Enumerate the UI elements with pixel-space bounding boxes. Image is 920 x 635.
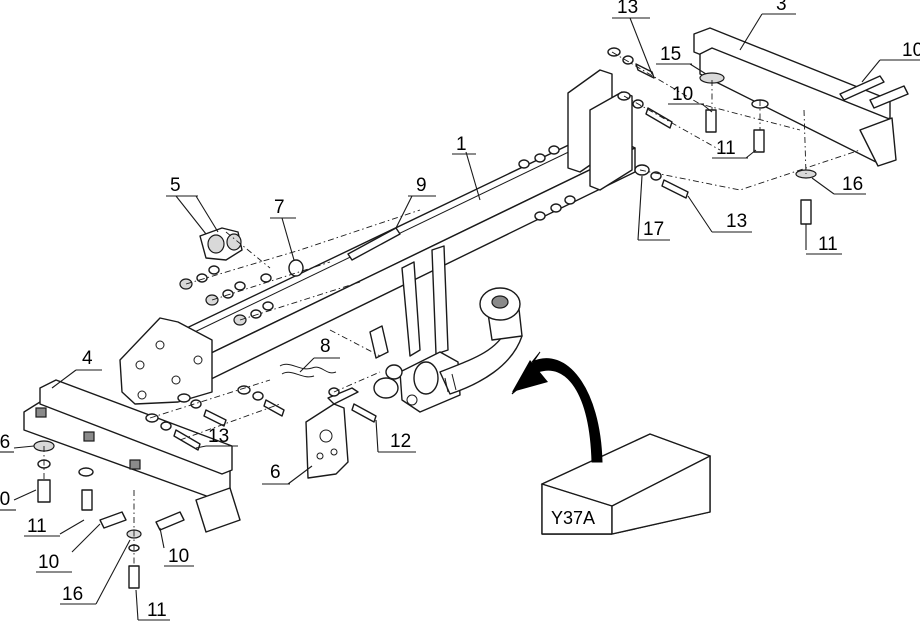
part-number-15: 15 (660, 44, 681, 65)
part-number-10-top: 10 (672, 84, 693, 105)
socket-assembly (279, 325, 403, 399)
part-number-10-lower-a: 10 (38, 552, 59, 573)
part-number-13-right: 13 (726, 211, 747, 232)
callout-10-lower-b: 10 (159, 527, 194, 567)
callout-6: 6 (262, 462, 313, 485)
part-number-11-right: 11 (818, 234, 838, 255)
callout-15: 15 (656, 44, 707, 75)
install-arrow (511, 351, 603, 463)
callout-11-left: 11 (24, 516, 85, 537)
callout-11-top: 11 (712, 138, 757, 159)
main-crossbar (119, 69, 636, 405)
callout-3: 3 (739, 0, 796, 51)
part-number-16-left: 16 (0, 432, 10, 453)
callout-11-right: 11 (805, 224, 842, 255)
part-number-11-bottom: 11 (147, 600, 167, 621)
right-side-rail (693, 27, 897, 167)
part-number-4: 4 (82, 348, 93, 369)
callout-7: 7 (270, 197, 296, 261)
callout-13-top: 13 (612, 0, 653, 75)
callout-17: 17 (637, 175, 670, 241)
left-side-rail (23, 379, 241, 533)
part-number-12: 12 (390, 431, 411, 452)
callout-10-top: 10 (668, 84, 713, 113)
callout-13-left: 13 (195, 426, 238, 449)
spacer-set (199, 227, 304, 277)
part-number-5: 5 (170, 175, 181, 196)
kit-code-label: Y37A (551, 508, 595, 528)
part-number-16-right: 16 (842, 174, 863, 195)
callout-11-bottom: 11 (135, 589, 170, 621)
callout-16-right: 16 (811, 174, 866, 195)
fastener-set (33, 47, 909, 589)
callout-16-left: 16 (0, 432, 35, 453)
callout-16-bottom: 16 (60, 539, 131, 605)
kit-box: Y37A (540, 433, 712, 535)
part-number-16-bottom: 16 (62, 584, 83, 605)
callout-10-right: 10 (861, 40, 920, 83)
part-number-11-left: 11 (27, 516, 47, 537)
callout-10-lower-a: 10 (36, 523, 101, 573)
part-number-13-left: 13 (208, 426, 229, 447)
electric-bracket-plate (305, 387, 359, 479)
callout-12: 12 (375, 419, 416, 453)
callout-4: 4 (51, 348, 102, 389)
part-number-3: 3 (776, 0, 787, 15)
part-number-6: 6 (270, 462, 281, 483)
part-number-11-top: 11 (716, 138, 736, 159)
part-number-10-right: 10 (902, 40, 920, 61)
part-number-7: 7 (274, 197, 285, 218)
part-number-17: 17 (643, 219, 664, 240)
assembly-guide-lines (43, 51, 861, 566)
callout-8: 8 (299, 336, 340, 373)
part-number-10-left: 10 (0, 489, 10, 510)
part-number-10-lower-b: 10 (168, 546, 189, 567)
callout-9: 9 (395, 175, 436, 229)
callout-5: 5 (166, 175, 219, 235)
part-number-8: 8 (320, 336, 331, 357)
part-number-1: 1 (456, 134, 467, 155)
callout-13-right: 13 (687, 195, 752, 233)
part-number-9: 9 (416, 175, 427, 196)
part-number-13-top: 13 (617, 0, 638, 18)
callout-10-left: 10 (0, 489, 37, 511)
callout-1: 1 (452, 134, 481, 201)
towball-neck (399, 245, 523, 413)
